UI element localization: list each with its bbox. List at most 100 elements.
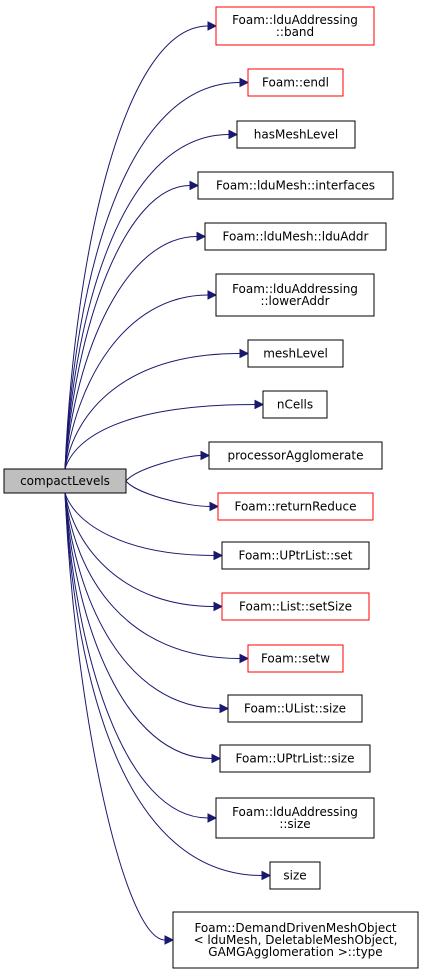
callee-node-label: Foam::UList::size (244, 702, 346, 716)
call-edge-ncells (64, 404, 256, 470)
call-edge-foam-demanddrivenmeshobject-ldumesh-deletablemeshobject-gamgagglomeration-type (64, 492, 166, 941)
callee-node-box (217, 492, 374, 521)
callee-node-foam-lduaddressing-loweraddr[interactable]: Foam::lduAddressing::lowerAddr (215, 273, 375, 317)
arrow-head-icon (189, 180, 200, 191)
arrow-head-icon (211, 753, 222, 764)
callee-node-foam-demanddrivenmeshobject-ldumesh-deletablemeshobject-gamgagglomeration-type[interactable]: Foam::DemandDrivenMeshObject< lduMesh, D… (172, 911, 419, 969)
call-edge-foam-ldumesh-lduaddr (64, 236, 198, 470)
arrow-head-icon (261, 870, 272, 881)
arrow-head-icon (254, 399, 265, 410)
callee-node-box (247, 68, 344, 97)
call-edge-foam-endl (64, 82, 241, 470)
callee-node-processoragglomerate[interactable]: processorAgglomerate (208, 441, 383, 470)
callee-node-label: Foam::lduAddressing (232, 13, 358, 27)
callee-node-box (262, 390, 328, 419)
callee-node-box (208, 441, 383, 470)
callee-node-label: Foam::setw (261, 652, 330, 666)
callee-node-foam-endl[interactable]: Foam::endl (247, 68, 344, 97)
arrow-head-icon (228, 129, 239, 140)
arrow-head-icon (213, 601, 224, 612)
callee-node-label: size (283, 869, 306, 883)
call-edge-foam-lduaddressing-loweraddr (64, 294, 209, 470)
arrow-head-icon (207, 813, 218, 823)
root-node-label: compactLevels (20, 474, 110, 488)
callee-node-hasmeshlevel[interactable]: hasMeshLevel (236, 120, 356, 149)
callee-node-box (221, 541, 370, 570)
callee-node-box (227, 694, 363, 723)
call-edge-foam-lduaddressing-band (64, 25, 209, 470)
callee-node-box (204, 222, 387, 251)
callee-node-label: Foam::UPtrList::size (236, 752, 355, 766)
callee-node-label: Foam::endl (262, 76, 329, 90)
arrow-head-icon (196, 231, 207, 242)
callee-node-foam-uptrlist-size[interactable]: Foam::UPtrList::size (219, 744, 371, 773)
arrow-head-icon (239, 77, 250, 88)
call-edge-meshlevel (64, 353, 241, 470)
arrow-head-icon (207, 21, 218, 31)
callee-node-label: Foam::lduAddressing (232, 282, 358, 296)
arrow-head-icon (209, 501, 220, 512)
callee-node-foam-uptrlist-set[interactable]: Foam::UPtrList::set (221, 541, 370, 570)
callee-node-label: hasMeshLevel (254, 128, 338, 142)
callee-node-label: Foam::UPtrList::set (238, 549, 352, 563)
callee-node-box (215, 273, 375, 317)
callee-node-label: ::size (279, 817, 310, 831)
callee-node-label: ::band (276, 25, 314, 39)
call-edge-foam-setw (64, 492, 241, 659)
callee-node-label: Foam::lduAddressing (232, 805, 358, 819)
call-edge-foam-returnreduce (125, 480, 211, 507)
callee-node-label: nCells (277, 398, 313, 412)
call-edge-foam-list-setsize (64, 492, 215, 607)
call-edge-foam-uptrlist-set (64, 492, 215, 556)
callee-node-box (236, 120, 356, 149)
callee-node-label: processorAgglomerate (228, 449, 364, 463)
callee-node-label: Foam::returnReduce (234, 500, 356, 514)
callee-node-ncells[interactable]: nCells (262, 390, 328, 419)
callee-node-foam-returnreduce[interactable]: Foam::returnReduce (217, 492, 374, 521)
callee-node-box (269, 861, 321, 890)
callee-node-box (221, 592, 370, 621)
callee-node-label: meshLevel (263, 347, 328, 361)
root-node-compact-levels[interactable]: compactLevels (3, 468, 127, 494)
arrow-head-icon (213, 550, 224, 561)
callee-node-box (247, 339, 344, 368)
call-edge-foam-ldumesh-interfaces (64, 185, 191, 470)
call-edge-hasmeshlevel (64, 134, 230, 470)
arrow-head-icon (200, 450, 211, 461)
callee-node-size[interactable]: size (269, 861, 321, 890)
callee-node-foam-lduaddressing-size[interactable]: Foam::lduAddressing::size (215, 797, 375, 839)
callee-node-box (219, 744, 371, 773)
callee-node-box (172, 911, 419, 969)
callee-node-box (215, 797, 375, 839)
callee-node-box (197, 171, 394, 200)
callee-node-box (215, 6, 375, 46)
arrow-head-icon (239, 653, 250, 664)
call-edge-size (64, 492, 263, 876)
call-edge-processoragglomerate (125, 455, 202, 482)
arrow-head-icon (207, 290, 218, 300)
callee-node-label: Foam::lduMesh::interfaces (216, 179, 375, 193)
callee-node-foam-ldumesh-interfaces[interactable]: Foam::lduMesh::interfaces (197, 171, 394, 200)
callee-node-meshlevel[interactable]: meshLevel (247, 339, 344, 368)
callee-node-foam-lduaddressing-band[interactable]: Foam::lduAddressing::band (215, 6, 375, 46)
callee-node-foam-setw[interactable]: Foam::setw (247, 644, 344, 673)
call-edge-foam-ulist-size (64, 492, 221, 709)
callee-node-label: GAMGAgglomeration >::type (208, 945, 382, 959)
callee-node-foam-ulist-size[interactable]: Foam::UList::size (227, 694, 363, 723)
callee-node-label: ::lowerAddr (260, 294, 329, 308)
call-nodes: compactLevels Foam::lduAddressing::bandF… (3, 6, 419, 969)
arrow-head-icon (219, 703, 230, 714)
arrow-head-icon (164, 935, 175, 945)
callee-node-label: Foam::List::setSize (239, 600, 352, 614)
call-edge-foam-uptrlist-size (64, 492, 213, 759)
callee-node-foam-list-setsize[interactable]: Foam::List::setSize (221, 592, 370, 621)
callee-node-foam-ldumesh-lduaddr[interactable]: Foam::lduMesh::lduAddr (204, 222, 387, 251)
callee-node-label: Foam::DemandDrivenMeshObject (194, 921, 396, 935)
callee-node-label: Foam::lduMesh::lduAddr (223, 230, 369, 244)
arrow-head-icon (239, 348, 250, 359)
call-edge-foam-lduaddressing-size (64, 492, 209, 819)
callee-node-label: < lduMesh, DeletableMeshObject, (194, 933, 398, 947)
callee-node-box (247, 644, 344, 673)
call-edges (64, 21, 272, 945)
